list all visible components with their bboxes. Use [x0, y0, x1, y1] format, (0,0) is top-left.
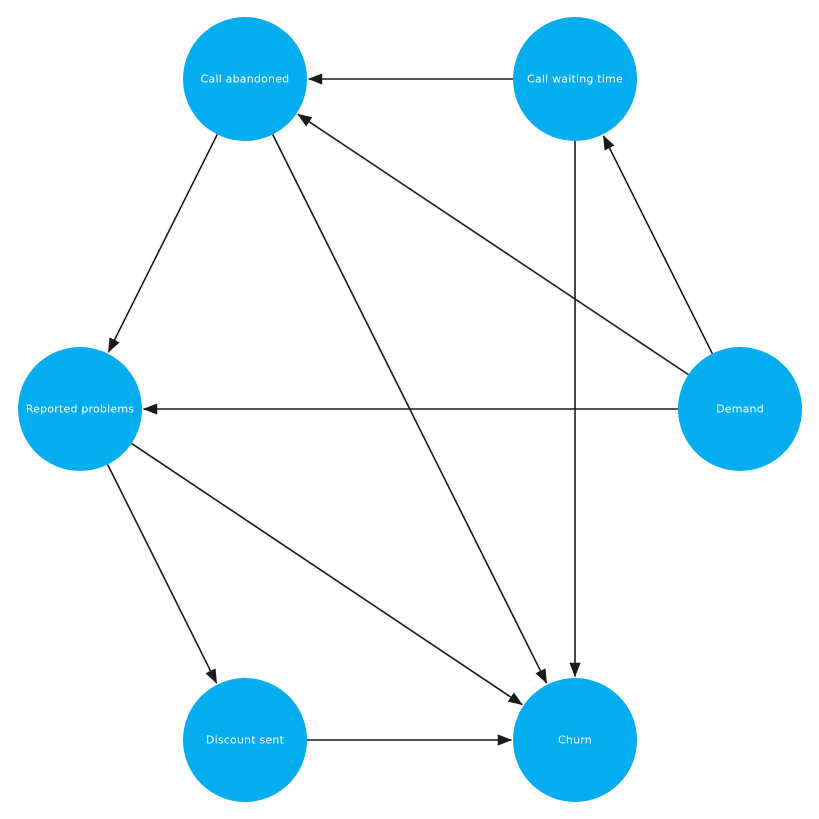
node-call_abandoned[interactable]: Call abandoned: [183, 17, 307, 141]
node-circle[interactable]: [183, 17, 307, 141]
node-discount_sent[interactable]: Discount sent: [183, 678, 307, 802]
edge-arrow-line: [107, 134, 218, 353]
node-churn[interactable]: Churn: [513, 678, 637, 802]
node-reported_problems[interactable]: Reported problems: [18, 347, 142, 471]
edge-arrow-line: [297, 113, 689, 376]
edge-arrow-line: [131, 442, 523, 706]
edge-demand-to-call_waiting_time[interactable]: [602, 135, 713, 354]
edges-layer: [106, 73, 713, 746]
edge-reported_problems-to-discount_sent[interactable]: [106, 464, 218, 684]
edge-arrow-line: [602, 135, 713, 354]
node-circle[interactable]: [513, 17, 637, 141]
node-call_waiting_time[interactable]: Call waiting time: [513, 17, 637, 141]
edge-arrow-line: [271, 134, 548, 684]
node-circle[interactable]: [678, 347, 802, 471]
edge-demand-to-call_abandoned[interactable]: [297, 113, 689, 376]
node-circle[interactable]: [513, 678, 637, 802]
node-circle[interactable]: [183, 678, 307, 802]
edge-reported_problems-to-churn[interactable]: [131, 442, 523, 706]
edge-call_abandoned-to-churn[interactable]: [271, 134, 548, 684]
edge-call_abandoned-to-reported_problems[interactable]: [107, 134, 218, 353]
edge-arrow-line: [106, 464, 218, 684]
node-circle[interactable]: [18, 347, 142, 471]
node-demand[interactable]: Demand: [678, 347, 802, 471]
